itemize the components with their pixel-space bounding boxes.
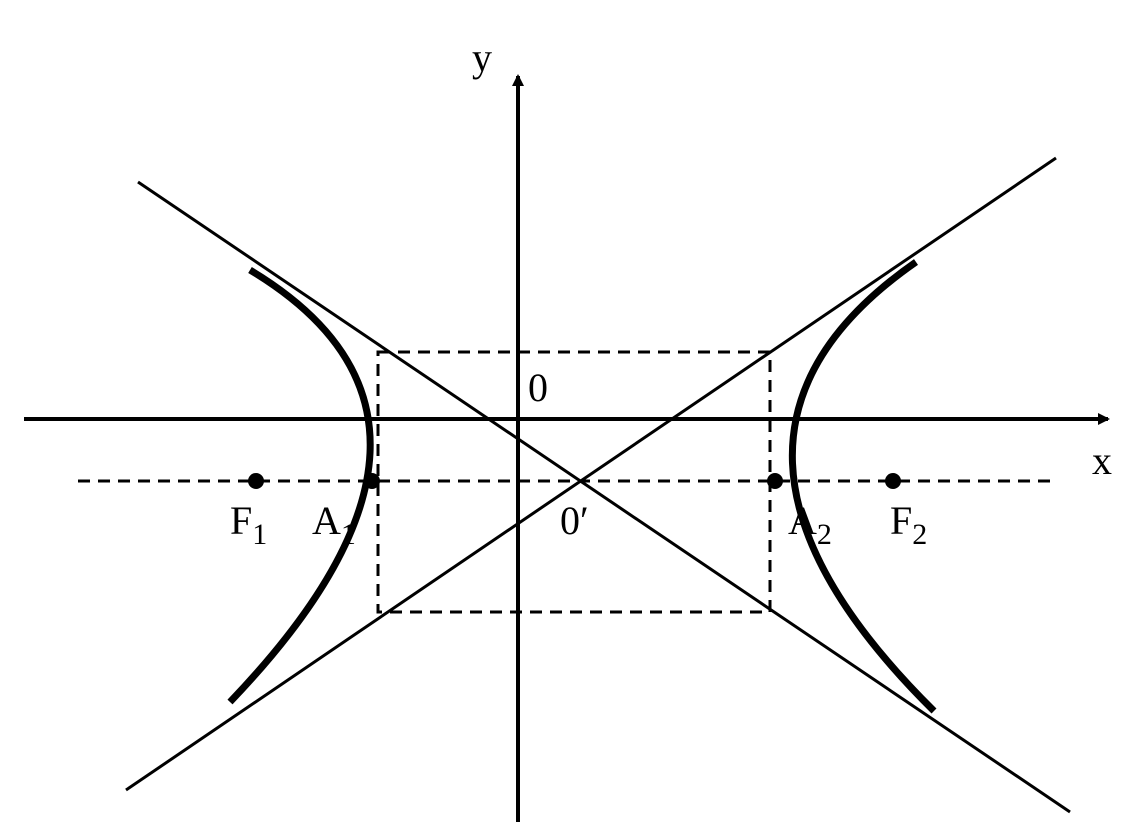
x-axis-label: x [1092, 438, 1112, 483]
focus-right-point [885, 473, 901, 489]
vertex-right-point [767, 473, 783, 489]
vertex-left-point [364, 473, 380, 489]
center-label: 0′ [560, 498, 589, 543]
asymptote-ascending [125, 156, 1057, 792]
vertex-left-label: A1 [312, 498, 356, 551]
hyperbola-left-branch [227, 266, 374, 705]
origin-label: 0 [528, 365, 548, 410]
focus-left-label: F1 [230, 498, 267, 551]
focus-left-point [248, 473, 264, 489]
y-axis-label: y [472, 35, 492, 80]
hyperbola-right-branch [788, 259, 937, 714]
vertex-right-label: A2 [788, 498, 832, 551]
asymptote-descending [137, 180, 1071, 814]
focus-right-label: F2 [890, 498, 927, 551]
